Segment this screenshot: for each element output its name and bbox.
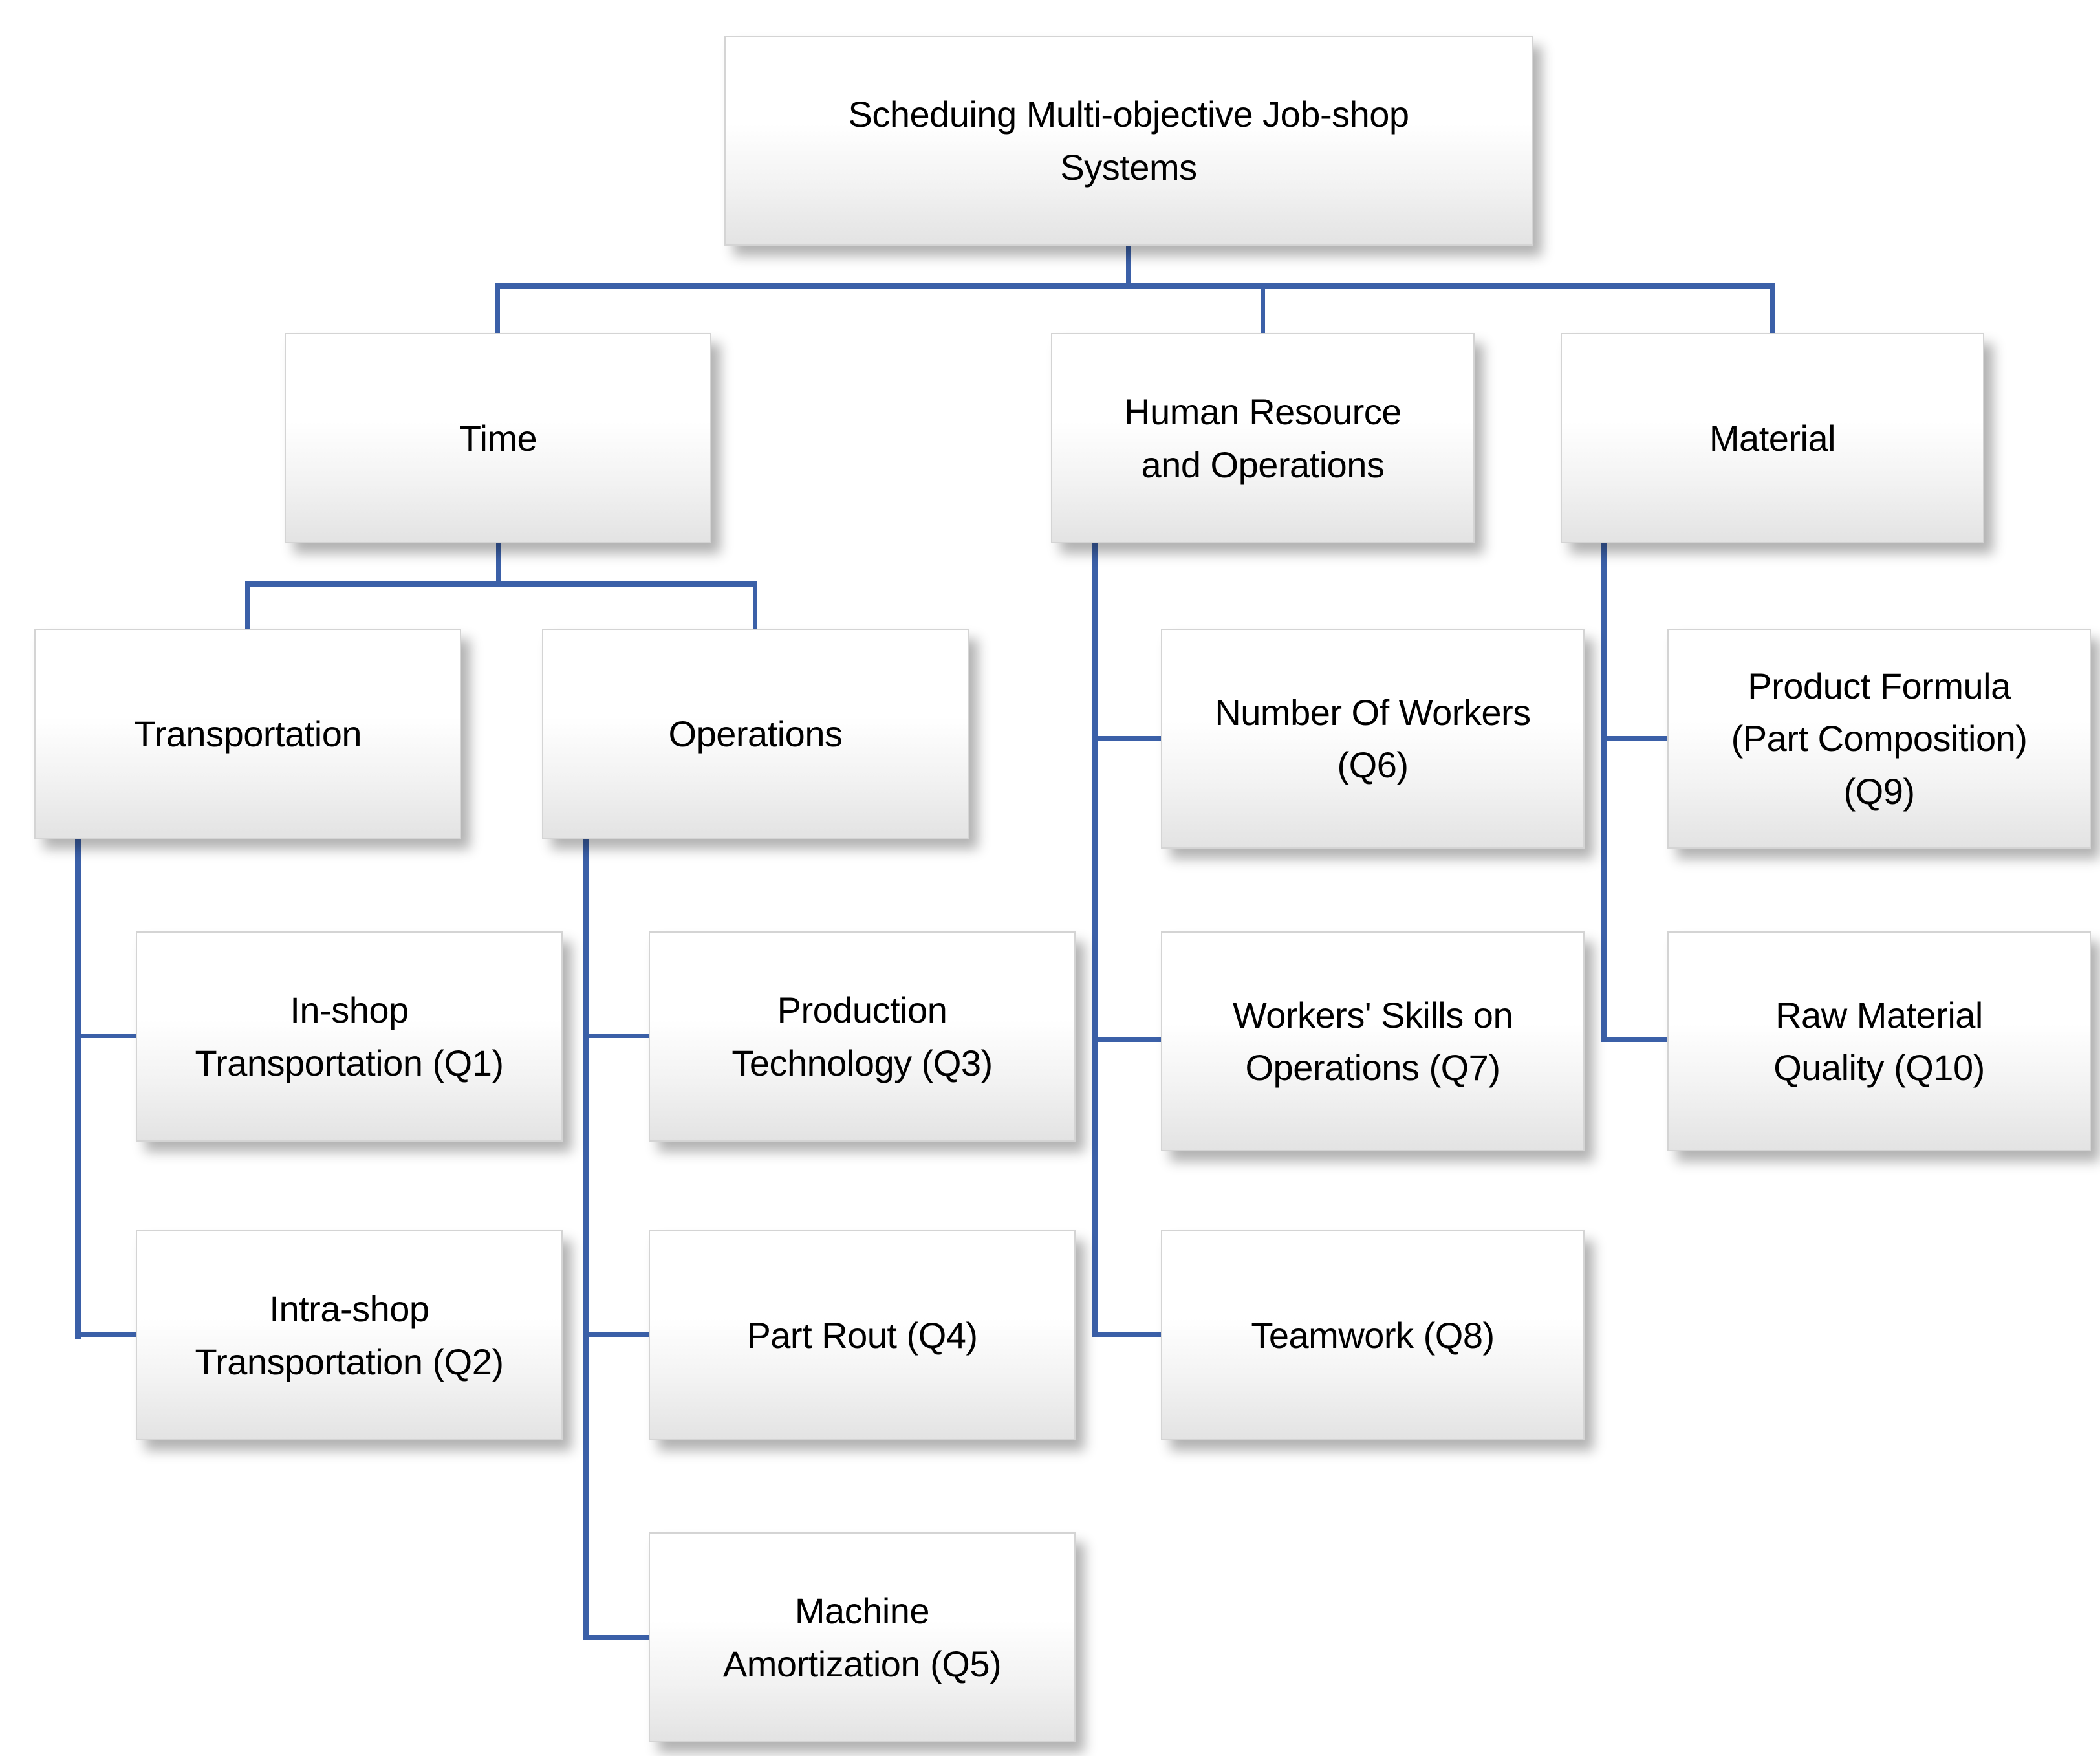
connector-stub-q9 [1601,736,1669,741]
connector-stub-q10 [1601,1037,1669,1042]
node-q10-label: Raw Material Quality (Q10) [1773,994,1985,1088]
node-q2-label: Intra-shop Transportation (Q2) [195,1288,504,1382]
node-transportation-label: Transportation [134,713,362,754]
connector-stub-q6 [1092,736,1162,741]
node-hro-label: Human Resource and Operations [1124,391,1402,485]
connector-time-bar [245,581,757,587]
connector-stub-q8 [1092,1332,1162,1337]
node-workers-skills-q7: Workers' Skills on Operations (Q7) [1161,931,1585,1151]
node-machine-amortization-q5: Machine Amortization (Q5) [649,1532,1076,1742]
connector-drop-transportation [245,587,250,629]
node-q9-label: Product Formula (Part Composition) (Q9) [1731,666,2028,812]
node-q3-label: Production Technology (Q3) [731,990,993,1083]
node-product-formula-q9: Product Formula (Part Composition) (Q9) [1667,629,2091,849]
connector-time-stub [496,542,501,581]
node-q4-label: Part Rout (Q4) [746,1314,978,1356]
node-teamwork-q8: Teamwork (Q8) [1161,1230,1585,1440]
node-operations: Operations [542,629,969,839]
node-time-label: Time [459,417,537,459]
connector-drop-hro [1261,289,1265,333]
node-q7-label: Workers' Skills on Operations (Q7) [1232,994,1513,1088]
node-intra-shop-transportation-q2: Intra-shop Transportation (Q2) [136,1230,563,1440]
connector-drop-operations [753,587,757,629]
node-q8-label: Teamwork (Q8) [1251,1314,1495,1356]
connector-operations-hub [583,838,589,1640]
connector-stub-q3 [583,1034,650,1038]
node-time: Time [285,333,711,543]
node-material-label: Material [1709,417,1836,459]
connector-hro-hub [1092,542,1098,1337]
node-transportation: Transportation [34,629,461,839]
connector-stub-q4 [583,1332,650,1337]
connector-root-stub [1126,244,1131,285]
connector-stub-q7 [1092,1037,1162,1042]
node-in-shop-transportation-q1: In-shop Transportation (Q1) [136,931,563,1142]
node-raw-material-quality-q10: Raw Material Quality (Q10) [1667,931,2091,1151]
connector-stub-q5 [583,1635,650,1640]
connector-drop-time [495,289,500,333]
node-operations-label: Operations [668,713,843,754]
node-q5-label: Machine Amortization (Q5) [722,1590,1002,1684]
connector-stub-q2 [75,1332,137,1337]
node-part-rout-q4: Part Rout (Q4) [649,1230,1076,1440]
node-root-label: Scheduing Multi-objective Job-shop Syste… [848,94,1409,188]
connector-transportation-hub [75,838,81,1339]
node-production-technology-q3: Production Technology (Q3) [649,931,1076,1142]
connector-root-bar [495,283,1775,289]
connector-material-hub [1601,542,1607,1042]
node-human-resource-and-operations: Human Resource and Operations [1051,333,1475,543]
connector-drop-material [1770,289,1775,333]
connector-stub-q1 [75,1034,137,1038]
node-q1-label: In-shop Transportation (Q1) [195,990,504,1083]
node-material: Material [1561,333,1984,543]
node-number-of-workers-q6: Number Of Workers (Q6) [1161,629,1585,849]
node-root: Scheduing Multi-objective Job-shop Syste… [724,36,1533,246]
node-q6-label: Number Of Workers (Q6) [1215,691,1531,785]
